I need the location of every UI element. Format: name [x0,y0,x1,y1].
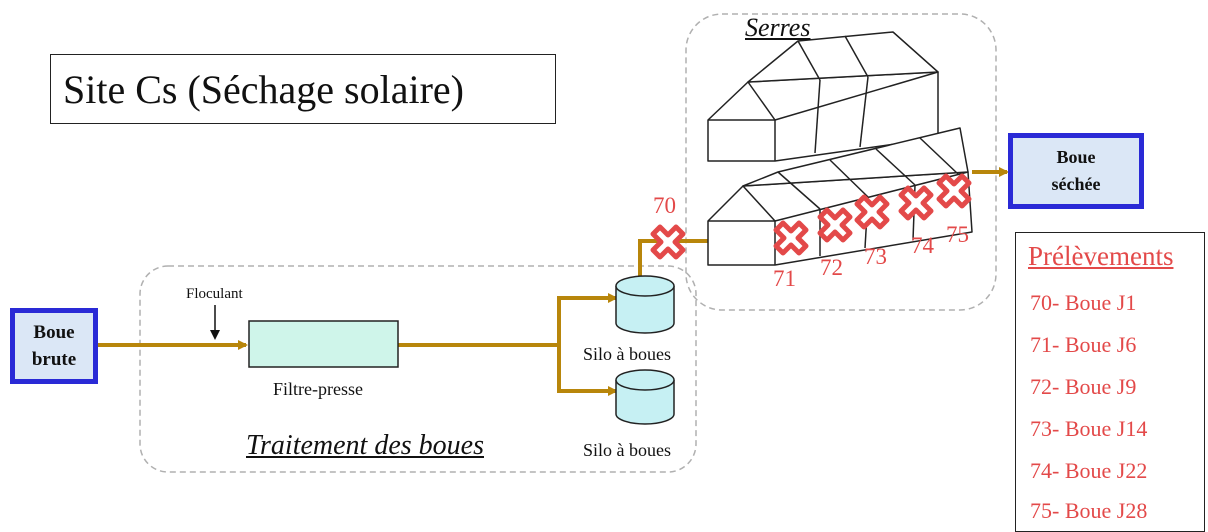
sampling-number-72: 72 [820,255,843,280]
floculant-label: Floculant [186,286,243,302]
sampling-marker-73 [857,197,887,227]
legend-item: 73- Boue J14 [1030,416,1148,441]
legend-item: 74- Boue J22 [1030,458,1148,483]
input-box: Boue brute [10,308,98,384]
sampling-number-73: 73 [864,244,887,269]
output-box-line1: Boue [1056,147,1096,167]
filter-press [248,320,399,368]
sampling-marker-71 [776,223,806,253]
sampling-marker-75 [939,176,969,206]
legend-item: 72- Boue J9 [1030,374,1137,399]
site-title: Site Cs (Séchage solaire) [50,54,556,124]
output-box: Boue séchée [1008,133,1144,209]
greenhouse-group-boundary [685,13,997,311]
sampling-number-70: 70 [653,193,676,218]
legend-title: Prélèvements [1028,241,1174,271]
silo-label-upper: Silo à boues [583,344,671,364]
sampling-marker-70 [653,227,683,257]
input-box-line2: brute [31,349,77,370]
filter-press-label: Filtre-presse [273,379,363,399]
sampling-number-74: 74 [911,233,934,258]
silo-upper [615,275,675,334]
silo-label-lower: Silo à boues [583,440,671,460]
sampling-marker-72 [820,210,850,240]
input-box-line1: Boue [33,322,75,343]
sampling-number-71: 71 [773,266,796,291]
sampling-number-75: 75 [946,222,969,247]
silo-lower [615,369,675,425]
legend-item: 70- Boue J1 [1030,290,1137,315]
greenhouse-title: Serres [745,13,811,42]
sampling-legend: Prélèvements 70- Boue J1 71- Boue J6 72-… [1015,232,1205,532]
flow-to-lower-silo [557,345,618,396]
legend-item: 75- Boue J28 [1030,498,1148,523]
flow-silo-to-greenhouse [638,236,722,292]
flow-to-upper-silo [557,293,618,345]
output-box-line2: séchée [1051,174,1101,194]
legend-item: 71- Boue J6 [1030,332,1137,357]
sampling-marker-74 [901,188,931,218]
treatment-group-boundary [139,265,697,473]
greenhouse-upper [707,31,939,162]
treatment-title: Traitement des boues [246,430,484,461]
